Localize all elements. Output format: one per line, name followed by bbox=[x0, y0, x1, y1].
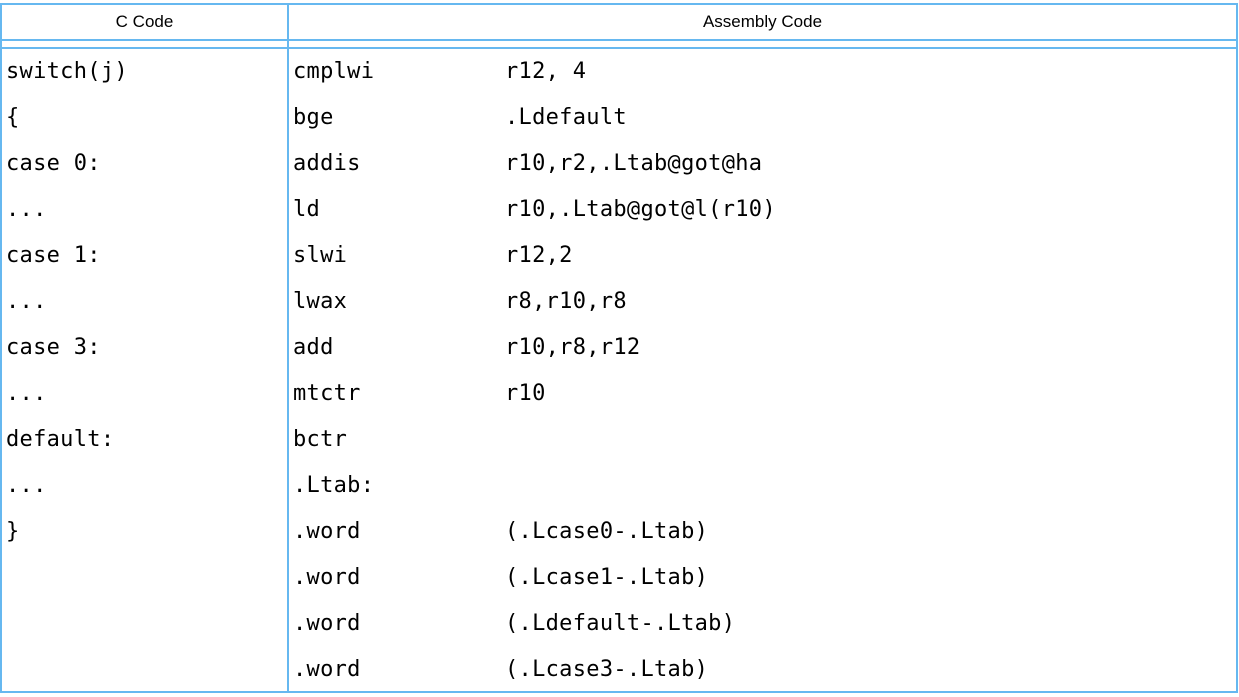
table-row: switch(j) cmplwi r12, 4 bbox=[2, 48, 1236, 94]
c-code-cell: switch(j) bbox=[6, 58, 128, 84]
table-border-top bbox=[0, 3, 1238, 5]
c-code-cell: default: bbox=[6, 426, 115, 452]
c-code-cell: } bbox=[6, 518, 20, 544]
table-row: ... lwax r8,r10,r8 bbox=[2, 278, 1236, 324]
assembly-mnemonic: cmplwi bbox=[293, 58, 375, 84]
assembly-cell: addis r10,r2,.Ltab@got@ha bbox=[289, 151, 1236, 176]
assembly-operands: (.Lcase0-.Ltab) bbox=[505, 518, 709, 544]
assembly-operands: r12,2 bbox=[505, 242, 573, 268]
assembly-cell: .word (.Lcase1-.Ltab) bbox=[289, 565, 1236, 590]
assembly-operands: r10,r2,.Ltab@got@ha bbox=[505, 150, 763, 176]
table-row: .word (.Ldefault-.Ltab) bbox=[2, 600, 1236, 646]
assembly-cell: cmplwi r12, 4 bbox=[289, 59, 1236, 84]
table-row: ... .Ltab: bbox=[2, 462, 1236, 508]
assembly-mnemonic: .word bbox=[293, 518, 361, 544]
assembly-mnemonic: ld bbox=[293, 196, 321, 222]
assembly-mnemonic: .word bbox=[293, 564, 361, 590]
c-code-cell: case 1: bbox=[6, 242, 101, 268]
assembly-cell: add r10,r8,r12 bbox=[289, 335, 1236, 360]
assembly-mnemonic: add bbox=[293, 334, 334, 360]
c-code-cell: ... bbox=[6, 196, 47, 222]
table-row: } .word (.Lcase0-.Ltab) bbox=[2, 508, 1236, 554]
table-row: .word (.Lcase1-.Ltab) bbox=[2, 554, 1236, 600]
assembly-mnemonic: bctr bbox=[293, 426, 348, 452]
assembly-operands: .Ldefault bbox=[505, 104, 627, 130]
assembly-mnemonic: bge bbox=[293, 104, 334, 130]
assembly-operands: (.Ldefault-.Ltab) bbox=[505, 610, 736, 636]
assembly-mnemonic: .word bbox=[293, 610, 361, 636]
assembly-operands: r10 bbox=[505, 380, 546, 406]
c-code-cell: ... bbox=[6, 380, 47, 406]
table-column-divider bbox=[287, 3, 289, 693]
c-code-cell: case 0: bbox=[6, 150, 101, 176]
table-body: switch(j) cmplwi r12, 4 { bge .Ldefault … bbox=[2, 48, 1236, 692]
assembly-mnemonic: .word bbox=[293, 656, 361, 682]
assembly-cell: ld r10,.Ltab@got@l(r10) bbox=[289, 197, 1236, 222]
assembly-mnemonic: addis bbox=[293, 150, 361, 176]
table-row: ... mtctr r10 bbox=[2, 370, 1236, 416]
assembly-operands: r8,r10,r8 bbox=[505, 288, 627, 314]
c-code-cell: ... bbox=[6, 288, 47, 314]
assembly-operands: r12, 4 bbox=[505, 58, 587, 84]
table-row: case 1: slwi r12,2 bbox=[2, 232, 1236, 278]
assembly-cell: slwi r12,2 bbox=[289, 243, 1236, 268]
column-header-assembly-code: Assembly Code bbox=[702, 12, 823, 31]
table-row: { bge .Ldefault bbox=[2, 94, 1236, 140]
table-border-right bbox=[1236, 3, 1238, 693]
table-row: ... ld r10,.Ltab@got@l(r10) bbox=[2, 186, 1236, 232]
assembly-cell: .Ltab: bbox=[289, 473, 1236, 498]
assembly-cell: .word (.Lcase3-.Ltab) bbox=[289, 657, 1236, 682]
table-border-left bbox=[0, 3, 2, 693]
assembly-cell: bctr bbox=[289, 427, 1236, 452]
table-row: case 0: addis r10,r2,.Ltab@got@ha bbox=[2, 140, 1236, 186]
c-code-cell: case 3: bbox=[6, 334, 101, 360]
table-border-bottom bbox=[0, 691, 1238, 693]
assembly-cell: lwax r8,r10,r8 bbox=[289, 289, 1236, 314]
assembly-operands: (.Lcase1-.Ltab) bbox=[505, 564, 709, 590]
table-row: default: bctr bbox=[2, 416, 1236, 462]
assembly-cell: bge .Ldefault bbox=[289, 105, 1236, 130]
table-row: case 3: add r10,r8,r12 bbox=[2, 324, 1236, 370]
assembly-mnemonic: slwi bbox=[293, 242, 348, 268]
assembly-mnemonic: lwax bbox=[293, 288, 348, 314]
assembly-operands: (.Lcase3-.Ltab) bbox=[505, 656, 709, 682]
table-row: .word (.Lcase3-.Ltab) bbox=[2, 646, 1236, 692]
c-code-cell: ... bbox=[6, 472, 47, 498]
header-bottom-rule bbox=[0, 39, 1238, 41]
assembly-cell: mtctr r10 bbox=[289, 381, 1236, 406]
assembly-operands: r10,.Ltab@got@l(r10) bbox=[505, 196, 776, 222]
assembly-operands: r10,r8,r12 bbox=[505, 334, 641, 360]
assembly-mnemonic: .Ltab: bbox=[293, 472, 375, 498]
assembly-mnemonic: mtctr bbox=[293, 380, 361, 406]
c-code-cell: { bbox=[6, 104, 20, 130]
assembly-cell: .word (.Lcase0-.Ltab) bbox=[289, 519, 1236, 544]
column-header-c-code: C Code bbox=[115, 12, 174, 31]
assembly-cell: .word (.Ldefault-.Ltab) bbox=[289, 611, 1236, 636]
body-top-rule bbox=[0, 47, 1238, 49]
